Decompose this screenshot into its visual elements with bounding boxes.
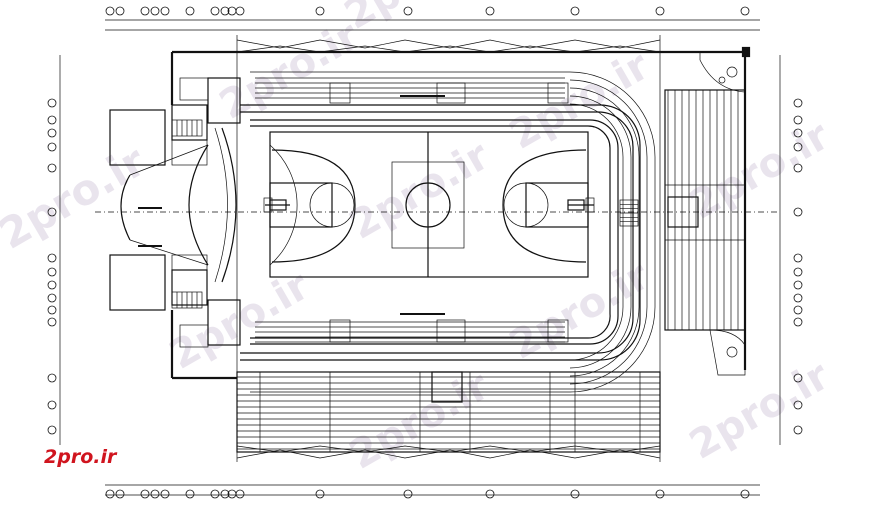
- grid-bubble: [150, 489, 160, 499]
- grandstand-stair: [431, 371, 463, 403]
- service-block-upper: [109, 77, 241, 166]
- aisle-block: [329, 82, 351, 104]
- grid-bubble: [160, 489, 170, 499]
- watermark: 2pro.ir: [682, 113, 837, 229]
- grid-axis-markers-bottom: [105, 489, 750, 499]
- goal-markers: [269, 196, 699, 228]
- grid-bubble: [220, 6, 230, 16]
- grid-bubble: [793, 267, 803, 277]
- grid-bubble: [47, 400, 57, 410]
- aisle-block: [547, 82, 569, 104]
- watermark: 2pro.ir: [342, 133, 497, 249]
- grid-bubble: [740, 489, 750, 499]
- grid-bubble: [105, 6, 115, 16]
- site-logo: 2pro.ir: [44, 446, 117, 468]
- grid-bubble: [47, 142, 57, 152]
- watermark: 2pro.ir: [502, 253, 657, 369]
- grid-bubble: [655, 489, 665, 499]
- grid-bubble: [570, 6, 580, 16]
- hall-walls: [240, 104, 641, 361]
- grid-bubble: [47, 267, 57, 277]
- aisle-block: [329, 319, 351, 343]
- grid-bubble: [185, 489, 195, 499]
- grid-bubble: [150, 6, 160, 16]
- grid-bubble: [210, 6, 220, 16]
- grid-bubble: [235, 6, 245, 16]
- grid-bubble: [793, 142, 803, 152]
- aisle-block: [436, 82, 466, 104]
- grid-bubble: [47, 317, 57, 327]
- grid-bubble: [793, 425, 803, 435]
- grid-axis-markers-right: [793, 98, 803, 435]
- grid-bubble: [315, 6, 325, 16]
- grid-bubble: [47, 98, 57, 108]
- watermark: 2pro.ir: [337, 0, 492, 39]
- grid-bubble: [793, 207, 803, 217]
- running-track: [250, 71, 656, 393]
- grid-bubble: [403, 6, 413, 16]
- grid-bubble: [315, 489, 325, 499]
- grid-bubble: [793, 373, 803, 383]
- grid-bubble: [47, 305, 57, 315]
- grid-bubble: [235, 489, 245, 499]
- grid-axis-markers-top: [105, 6, 750, 16]
- grid-bubble: [47, 163, 57, 173]
- grid-bubble: [47, 253, 57, 263]
- seating-top: [255, 77, 569, 343]
- grid-bubble: [485, 6, 495, 16]
- grid-bubble: [403, 489, 413, 499]
- watermark: 2pro.ir: [342, 363, 497, 479]
- grid-bubble: [185, 6, 195, 16]
- grid-bubble: [140, 489, 150, 499]
- aisle-block: [547, 319, 569, 343]
- stairs: [171, 119, 639, 309]
- planter-bottom-right: [709, 329, 746, 376]
- grid-bubble: [220, 489, 230, 499]
- grid-bubble: [115, 489, 125, 499]
- grid-bubble: [140, 6, 150, 16]
- grid-bubble: [793, 293, 803, 303]
- grid-bubble: [47, 293, 57, 303]
- label-bars: [138, 95, 445, 315]
- grid-bubble: [47, 115, 57, 125]
- grid-bubble: [47, 207, 57, 217]
- grid-bubble: [105, 489, 115, 499]
- aisle-block: [436, 319, 466, 343]
- grid-bubble: [47, 425, 57, 435]
- grid-bubble: [793, 253, 803, 263]
- seating-bottom: [236, 371, 661, 453]
- grid-bubble: [793, 115, 803, 125]
- grid-bubble: [793, 128, 803, 138]
- grid-bubble: [160, 6, 170, 16]
- grid-bubble: [793, 305, 803, 315]
- planter-top-right: [699, 51, 746, 93]
- grid-bubble: [793, 163, 803, 173]
- grid-bubble: [740, 6, 750, 16]
- grid-bubble: [655, 6, 665, 16]
- service-block-lower: [109, 254, 241, 348]
- entrance-lobby: [120, 127, 237, 283]
- grid-bubble: [115, 6, 125, 16]
- grid-bubble: [793, 317, 803, 327]
- grid-bubble: [793, 98, 803, 108]
- grid-bubble: [793, 400, 803, 410]
- grid-bubble: [47, 373, 57, 383]
- dimension-lines: [59, 19, 781, 496]
- grid-bubble: [47, 128, 57, 138]
- grid-bubble: [570, 489, 580, 499]
- grid-bubble: [793, 280, 803, 290]
- grid-axis-markers-left: [47, 98, 57, 435]
- grid-bubble: [485, 489, 495, 499]
- watermark: 2pro.ir: [682, 353, 837, 469]
- grid-bubble: [47, 280, 57, 290]
- bleacher-frame: [664, 89, 746, 331]
- grid-bubble: [210, 489, 220, 499]
